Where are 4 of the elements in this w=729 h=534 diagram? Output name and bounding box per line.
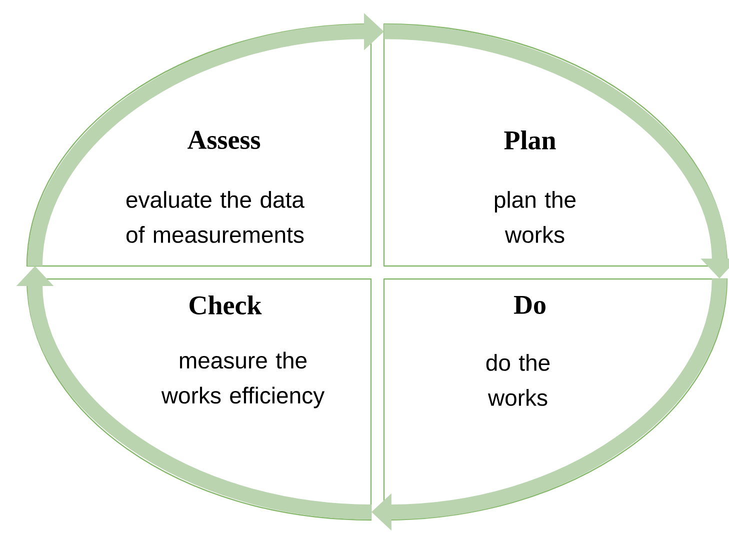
quadrant-box: Do do the works bbox=[383, 278, 728, 521]
quadrant-box: Check measure the works efficiency bbox=[26, 278, 372, 521]
quadrant-box: Assess evaluate the data of measurements bbox=[26, 23, 372, 267]
quadrant-box: Plan plan the works bbox=[383, 23, 728, 267]
